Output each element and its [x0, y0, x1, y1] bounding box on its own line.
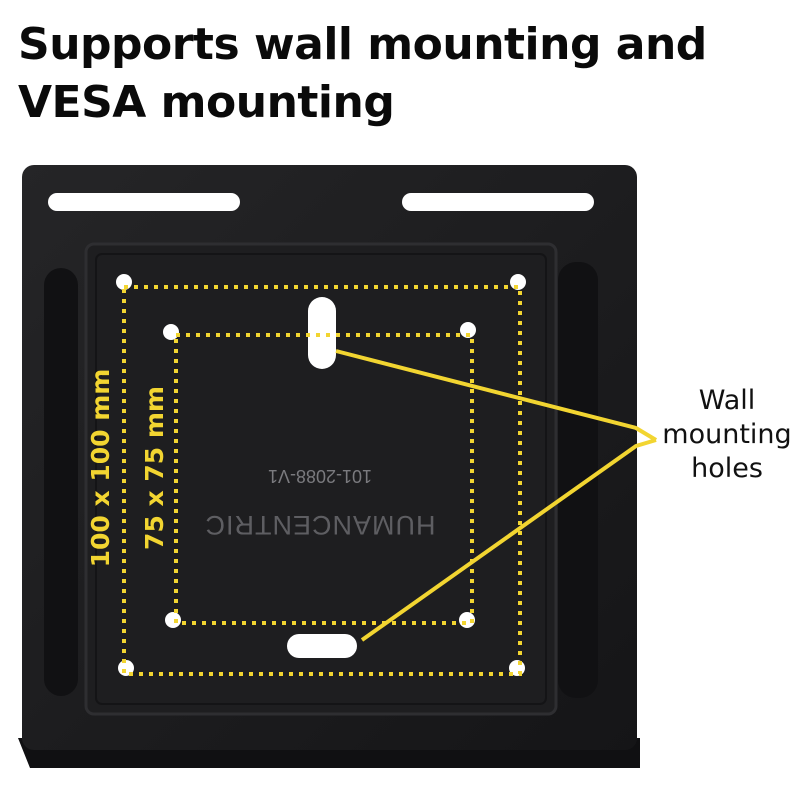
vesa-100-outline	[122, 285, 522, 676]
headline: Supports wall mounting and VESA mounting	[18, 16, 788, 132]
wall-mount-slot-vertical	[308, 297, 336, 369]
plate-part-number: 101-2088-V1	[268, 466, 372, 486]
plate-brand: HUMANCENTRIC	[205, 510, 436, 540]
wall-mount-slot-horizontal	[287, 634, 357, 658]
left-groove	[44, 268, 78, 696]
callout-line-bottom	[360, 438, 657, 642]
vesa-100-label: 100 x 100 mm	[86, 369, 115, 568]
headline-line-2: VESA mounting	[18, 77, 395, 128]
top-right-slot	[402, 193, 594, 211]
callout-line-top	[335, 349, 658, 442]
wall-mounting-holes-callout: Wall mounting holes	[652, 384, 797, 486]
plate-inner-panel	[84, 242, 558, 716]
callout-line-3: holes	[691, 453, 763, 484]
vesa-75-hole-tr	[460, 322, 476, 338]
vesa-75-hole-bl	[165, 612, 181, 628]
callout-line-1: Wall	[698, 385, 756, 416]
right-groove	[558, 262, 598, 698]
vesa-75-label: 75 x 75 mm	[140, 386, 169, 550]
callout-line-2: mounting	[662, 419, 792, 450]
vesa-75-outline	[174, 333, 474, 625]
headline-line-1: Supports wall mounting and	[18, 19, 707, 70]
top-left-slot	[48, 193, 240, 211]
vesa-75-hole-tl	[163, 324, 179, 340]
